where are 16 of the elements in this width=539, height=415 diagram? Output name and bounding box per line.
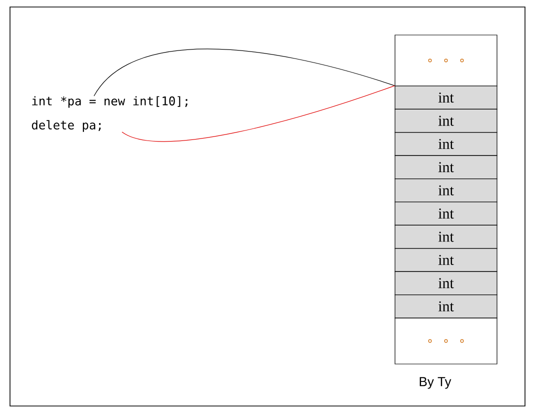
memory-cell: int — [394, 202, 498, 226]
memory-cell: int — [394, 271, 498, 296]
memory-block — [394, 318, 498, 364]
memory-cell: int — [394, 108, 498, 133]
memory-cell: int — [394, 132, 498, 156]
memory-cell: int — [394, 86, 498, 110]
memory-cell: int — [394, 224, 498, 249]
memory-cell: int — [394, 155, 498, 180]
memory-cell: int — [394, 294, 498, 318]
code-line: int *pa = new int[10]; — [32, 96, 188, 108]
connector-curve — [122, 85, 395, 142]
memory-cell: int — [394, 178, 498, 202]
memory-cell: int — [394, 248, 498, 272]
author-label: By Ty — [420, 377, 452, 389]
connector-curve — [94, 48, 395, 96]
code-line: delete pa; — [32, 120, 101, 132]
